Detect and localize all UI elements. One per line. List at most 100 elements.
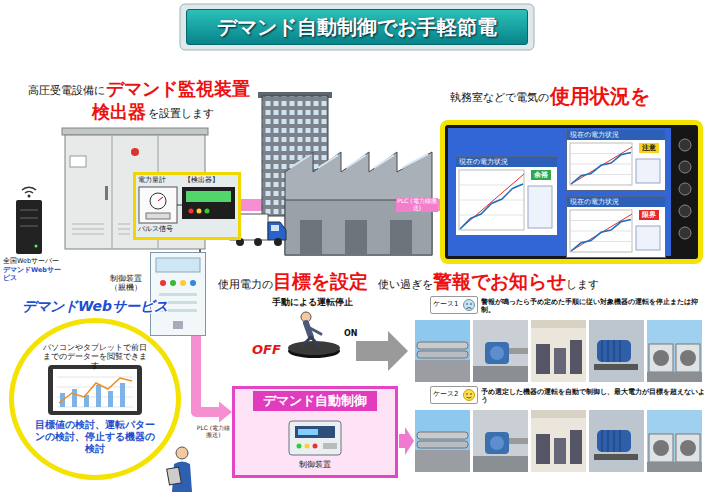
status-window-art: [570, 174, 632, 175]
control-cabinet-art: [170, 280, 176, 286]
device-label: 制御装置 （親機）: [104, 274, 148, 292]
web-server-icon: [35, 245, 38, 248]
status-window-art: [570, 143, 632, 185]
case-tag-art: [466, 393, 468, 395]
manual-stop-figure: [306, 323, 311, 337]
meter-panel-art: [205, 209, 210, 214]
status-window-art: [459, 185, 524, 186]
connector-line: [199, 240, 201, 252]
tablet-user-figure: [167, 447, 192, 492]
auto-control-box-art: [323, 443, 337, 449]
status-window-art: [570, 210, 632, 252]
equipment-photos: [415, 410, 702, 472]
web-server-icon: [28, 195, 31, 198]
web-service-circle-art: [59, 378, 132, 403]
case-description: 予め選定した機器の運転を自動で制御し、最大電力が目標を超えないよう: [481, 389, 705, 405]
signal-label: パルス信号: [138, 226, 173, 234]
connector-line: [196, 336, 222, 412]
control-cabinet-art: [151, 253, 205, 335]
heading-emphasis: 警報でお知らせ: [433, 270, 566, 293]
web-service-circle-art: [60, 393, 65, 407]
status-badge: 注意: [639, 143, 659, 153]
auto-control-box-art: [305, 444, 310, 449]
monitor-frame: 執務室などで電気の使用状況を現在の電力状況余裕現在の電力状況注意現在の電力状況限…: [440, 120, 703, 264]
title-banner-frame: [180, 4, 534, 50]
building-illustration: [290, 154, 428, 168]
case-tag: ケース2: [430, 386, 478, 404]
device-label: 制御装置: [235, 460, 395, 469]
meter-panel-art: [186, 191, 231, 202]
case-tag-art: [470, 393, 472, 395]
status-window-art: [636, 226, 660, 250]
monitor-frame-art: [679, 227, 691, 239]
meter-panel: 電力量計 【検出器】パルス信号: [133, 172, 241, 240]
gray-arrow: [356, 331, 408, 371]
part-label: 電力量計: [138, 177, 166, 185]
substation-cabinet-art: [112, 135, 113, 249]
auto-control-box-art: [297, 444, 302, 449]
arrow-head: [219, 402, 232, 423]
tablet-user-figure: [176, 447, 188, 459]
case-tag-art: [464, 300, 475, 311]
manual-stop-figure: [308, 327, 321, 334]
monitor-frame-art: [679, 139, 691, 151]
status-window-art: [459, 200, 524, 201]
connector: [196, 336, 232, 422]
switch-label: OFF: [252, 342, 281, 358]
web-service-circle-art: [48, 365, 142, 415]
case-tag-art: [467, 308, 472, 309]
truck-illustration: [271, 225, 279, 231]
status-window-art: [570, 241, 632, 242]
gray-arrow: [356, 331, 408, 371]
monitor-frame-art: [679, 183, 691, 195]
case-description: 警報が鳴ったら予め定めた手順に従い対象機器の運転を停止または抑制。: [481, 299, 705, 315]
meter-panel-art: [189, 209, 194, 214]
status-window-art: [570, 153, 632, 154]
building-illustration: [345, 220, 367, 255]
title-banner-frame: [180, 4, 534, 50]
part-label: 【検出器】: [184, 177, 219, 185]
truck-illustration: [274, 238, 282, 246]
substation-cabinet-art: [70, 156, 86, 167]
substation-cabinet-art: [72, 224, 130, 234]
heading-text: します: [566, 278, 599, 291]
substation-cabinet-art: [62, 128, 208, 135]
status-window: 現在の電力状況限界: [566, 196, 666, 258]
switch-label: ON: [344, 329, 358, 339]
heading-emphasis: 検出器: [92, 101, 146, 123]
web-server-icon: [16, 187, 42, 254]
heading-text: を設置します: [148, 107, 214, 120]
status-window: 現在の電力状況余裕: [455, 156, 558, 236]
auto-control-box-art: [295, 426, 335, 438]
status-window-art: [571, 214, 632, 251]
edge-label: PLC (電力線搬送): [196, 425, 231, 439]
web-service-circle-art: [53, 369, 137, 411]
case-tag-art: [467, 397, 472, 398]
status-window-art: [456, 157, 557, 235]
web-service-circle-art: [120, 383, 125, 407]
status-window-art: [636, 159, 660, 183]
case-tag-art: [464, 390, 475, 401]
meter-panel-art: [139, 187, 177, 223]
pink-arrow: [399, 427, 414, 455]
status-window-art: [460, 174, 524, 229]
heading-emphasis: 使用状況を: [550, 84, 650, 108]
heading-text: 高圧受電設備に: [28, 84, 105, 97]
building-illustration: [258, 92, 432, 255]
heading-text: 使用電力の: [218, 278, 273, 291]
pink-arrow: [399, 427, 414, 455]
building-illustration: [300, 220, 322, 255]
web-server-icon: [22, 187, 36, 193]
monitor-frame-art: [679, 205, 691, 217]
web-service-circle-art: [84, 395, 89, 407]
edge-label: PLC (電力線搬送): [396, 198, 438, 212]
web-service-circle-art: [108, 391, 113, 407]
auto-control-box-art: [298, 429, 318, 435]
monitor-frame-art: [679, 161, 691, 173]
title-banner: デマンド自動制御でお手軽節電: [186, 9, 528, 45]
building-illustration: [390, 220, 412, 255]
manual-stop-figure: [303, 337, 318, 345]
status-badge: 余裕: [531, 170, 551, 180]
case-tag-art: [466, 303, 468, 305]
